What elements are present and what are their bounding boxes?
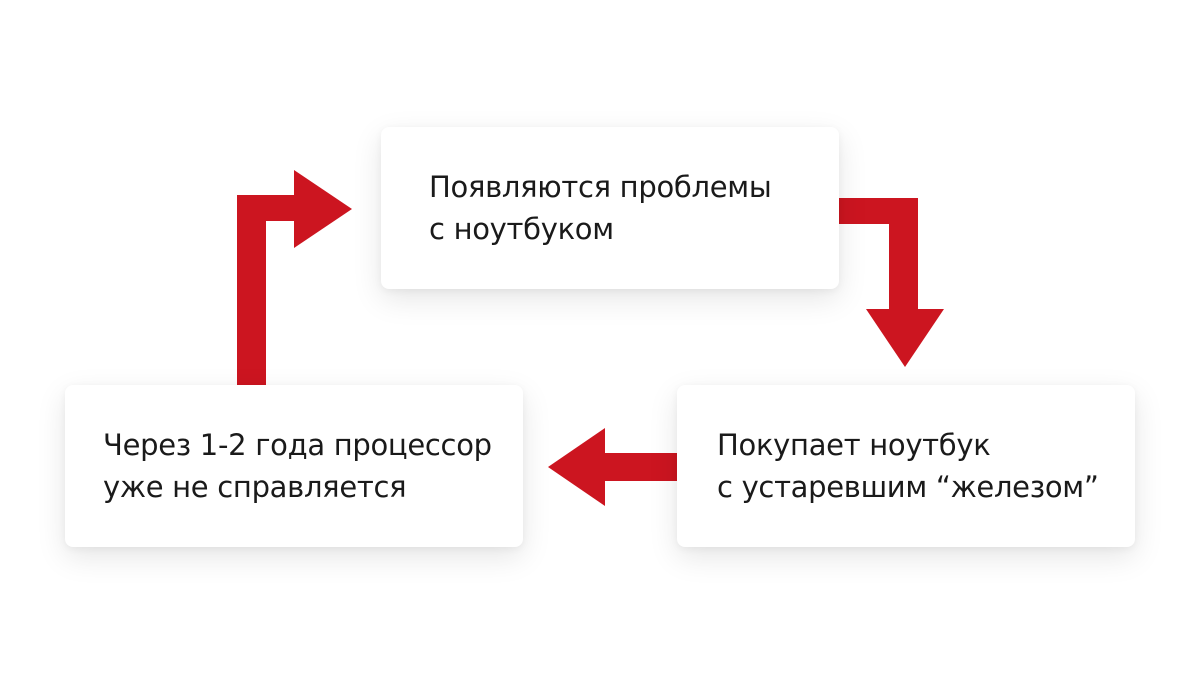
step-box-cpu-outdated: Через 1-2 года процессор уже не справляе… xyxy=(65,385,523,547)
arrow-top-to-right-shaft xyxy=(838,198,918,315)
step-text-problems: Появляются проблемы с ноутбуком xyxy=(429,166,772,250)
arrow-top-to-right-head xyxy=(866,309,944,367)
arrow-left-to-top xyxy=(237,170,352,386)
step-text-buy-laptop: Покупает ноутбук с устаревшим “железом” xyxy=(717,424,1099,508)
step-buy-line1: Покупает ноутбук xyxy=(717,427,991,462)
step-problems-line2: с ноутбуком xyxy=(429,212,614,246)
step-cpu-line1: Через 1-2 года процессор xyxy=(103,427,492,462)
step-box-buy-laptop: Покупает ноутбук с устаревшим “железом” xyxy=(677,385,1135,547)
step-text-cpu-outdated: Через 1-2 года процессор уже не справляе… xyxy=(103,424,492,508)
arrow-right-to-left-head xyxy=(548,428,605,506)
step-box-problems: Появляются проблемы с ноутбуком xyxy=(381,127,839,289)
step-cpu-line2: уже не справляется xyxy=(103,470,407,504)
arrow-right-to-left xyxy=(548,428,678,506)
arrow-left-to-top-head xyxy=(294,170,352,248)
arrow-left-to-top-shaft xyxy=(237,195,300,386)
arrow-right-to-left-shaft xyxy=(598,453,678,481)
step-buy-line2: с устаревшим “железом” xyxy=(717,470,1099,504)
step-problems-line1: Появляются проблемы xyxy=(429,169,772,204)
arrow-top-to-right xyxy=(838,198,944,367)
